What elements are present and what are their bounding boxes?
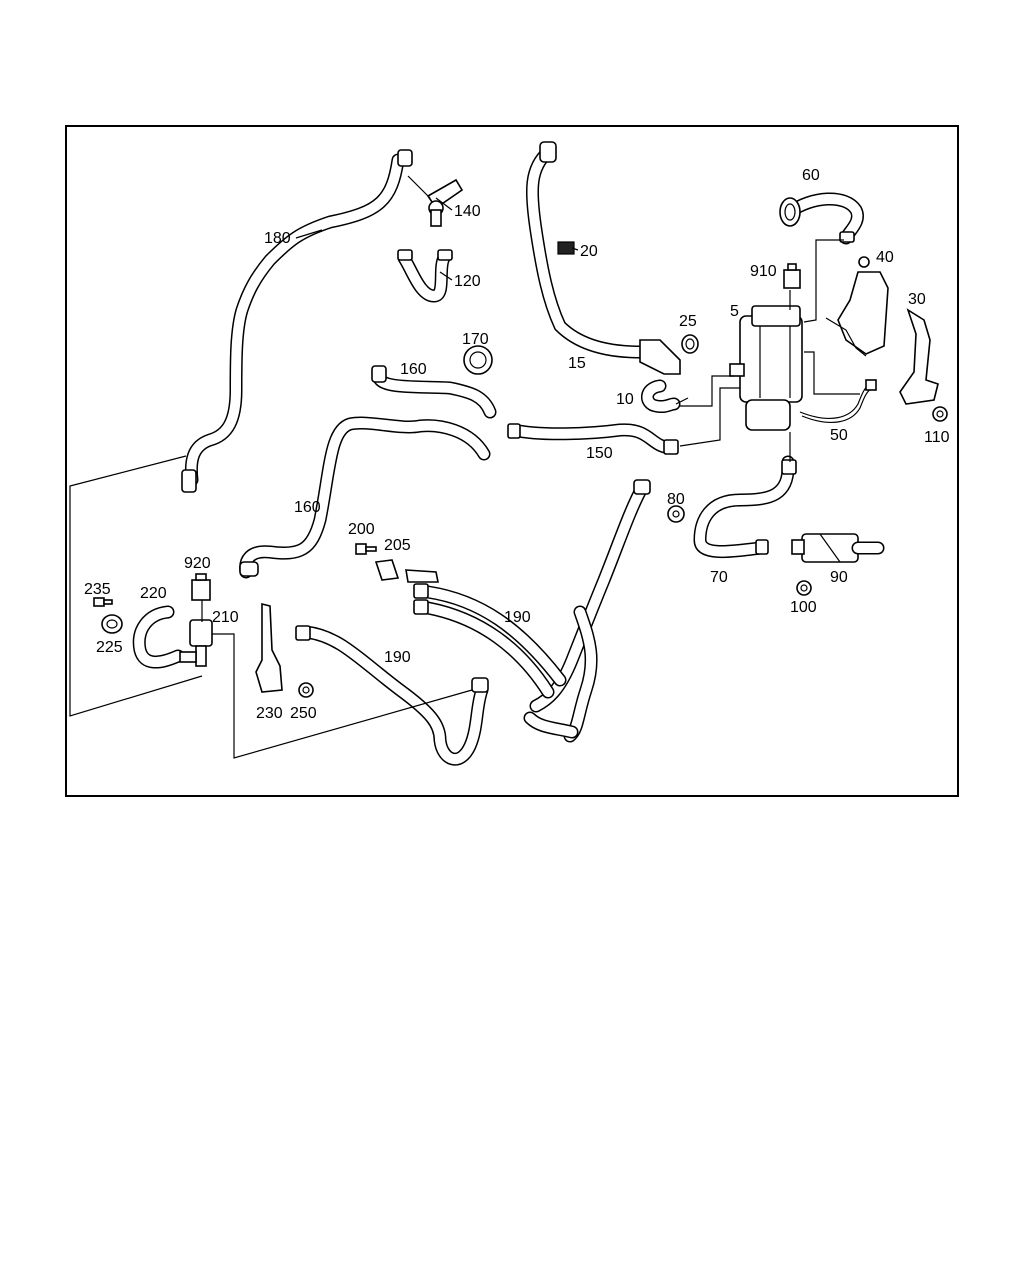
callout-910: 910	[750, 263, 777, 280]
heater-unit-5	[729, 305, 803, 431]
callout-210: 210	[212, 609, 239, 626]
ring-170	[463, 345, 493, 375]
callout-40: 40	[876, 249, 894, 266]
cable-50	[799, 379, 877, 423]
callout-60: 60	[802, 167, 820, 184]
callout-70: 70	[710, 569, 728, 586]
connector-920	[191, 573, 211, 601]
callout-225: 225	[96, 639, 123, 656]
callout-220: 220	[140, 585, 167, 602]
callout-250: 250	[290, 705, 317, 722]
clip-20	[557, 241, 575, 255]
callout-205: 205	[384, 537, 411, 554]
nut-100	[796, 580, 812, 596]
callout-190-lower: 190	[384, 649, 411, 666]
hose-220	[132, 605, 185, 669]
callout-180: 180	[264, 230, 291, 247]
callout-80: 80	[667, 491, 685, 508]
callout-160-upper: 160	[400, 361, 427, 378]
callout-170: 170	[462, 331, 489, 348]
pipes-190	[413, 583, 567, 699]
diagram-frame	[65, 125, 959, 797]
hose-160-upper	[371, 365, 497, 419]
nut-110	[932, 406, 948, 422]
callout-200: 200	[348, 521, 375, 538]
callout-90: 90	[830, 569, 848, 586]
callout-labels: 140 180 120 20 15 25 170 160 10 150 160 …	[84, 167, 950, 722]
ring-25	[681, 334, 699, 354]
hose-180	[181, 149, 413, 493]
leader-lines	[69, 175, 860, 759]
callout-10: 10	[616, 391, 634, 408]
callout-235: 235	[84, 581, 111, 598]
elbow-10	[641, 379, 681, 414]
callout-230: 230	[256, 705, 283, 722]
hose-190-lower	[295, 625, 489, 766]
callout-140: 140	[454, 203, 481, 220]
bolt-200	[355, 543, 377, 555]
callout-15: 15	[568, 355, 586, 372]
hose-150	[507, 423, 679, 455]
callout-190-mid: 190	[504, 609, 531, 626]
valve-210	[179, 619, 213, 667]
hose-60	[779, 192, 864, 245]
bracket-40	[825, 256, 889, 357]
callout-100: 100	[790, 599, 817, 616]
hose-190-right	[523, 479, 651, 743]
nut-250	[298, 682, 314, 698]
callout-120: 120	[454, 273, 481, 290]
callout-110: 110	[924, 429, 950, 446]
callout-150: 150	[586, 445, 613, 462]
bracket-30	[899, 308, 939, 405]
callout-25: 25	[679, 313, 697, 330]
callout-50: 50	[830, 427, 848, 444]
screw-235	[93, 597, 113, 607]
hose-15	[525, 141, 681, 375]
callout-160-lower: 160	[294, 499, 321, 516]
hose-70	[693, 455, 797, 559]
clamp-225	[101, 614, 123, 634]
connector-140	[426, 178, 464, 227]
washer-80	[667, 505, 685, 523]
bracket-230	[255, 602, 283, 693]
hose-160-long	[239, 416, 491, 579]
callout-920: 920	[184, 555, 211, 572]
hose-120	[397, 249, 453, 303]
pump-90	[791, 533, 885, 563]
callout-5: 5	[730, 303, 739, 320]
connector-910	[783, 263, 801, 289]
callout-20: 20	[580, 243, 598, 260]
clip-205	[374, 559, 439, 583]
callout-30: 30	[908, 291, 926, 308]
